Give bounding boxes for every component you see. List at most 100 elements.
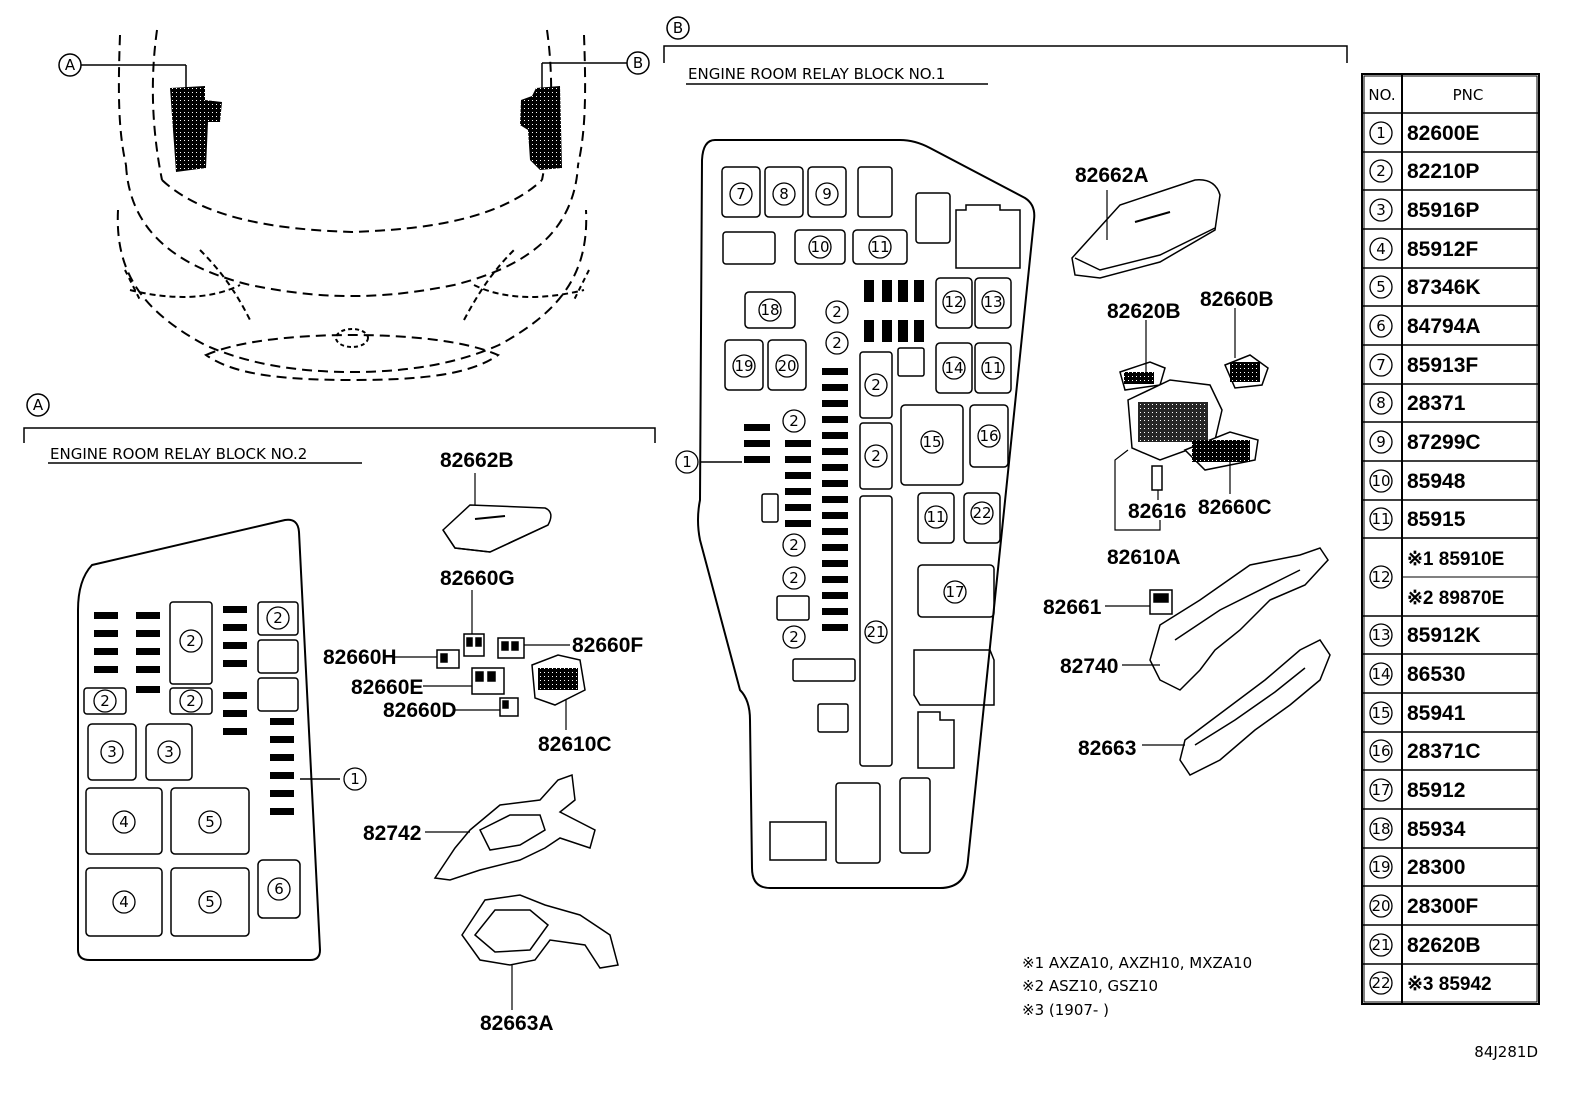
part-label: 82660H [323,646,397,669]
table-row-no: 16 [1371,742,1390,760]
table-row-pnc: 87299C [1407,431,1481,454]
table-row-pnc: 87346K [1407,276,1481,299]
part-label: 82660F [572,634,643,657]
table-row-no: 20 [1371,897,1390,915]
part-label: 82661 [1043,596,1102,619]
table-row-no: 14 [1371,665,1390,683]
block1-slot-label: 2 [871,447,881,465]
block1-parts-drawings [1071,179,1331,776]
block1-boxes [700,166,1021,864]
part-label: 82740 [1060,655,1118,678]
block1-slot-label: 17 [945,583,964,601]
part-label: 82660G [440,567,515,590]
block1-fuse-bars [744,280,924,631]
block1-slot-label: 10 [810,238,829,256]
block2-parts-drawings [395,473,619,1010]
callout-a-section: A [33,396,44,414]
table-row-no: 7 [1376,356,1386,374]
block2-slot-label: 4 [119,893,129,911]
block1-slot-label: 11 [983,359,1002,377]
part-label: 82660B [1200,288,1274,311]
table-row-pnc: ※3 85942 [1407,974,1492,995]
block1-slot-label: 2 [832,303,842,321]
block1-slot-circles [675,182,1005,649]
block1-slot-label: 11 [870,238,889,256]
table-row-pnc: 82600E [1407,122,1479,145]
block2-boxes [83,601,340,937]
callout-b-section: B [673,19,683,37]
relay-block-2-outline [77,518,322,961]
block1-slot-label: 15 [922,433,941,451]
part-label: 82610C [538,733,612,756]
relay-block-location-b [520,86,562,170]
table-row-pnc: 28371C [1407,740,1481,763]
table-row-pnc: 85912 [1407,779,1465,802]
block2-slot-label: 6 [274,880,284,898]
table-row-no: 13 [1371,626,1390,644]
block2-slot-label: 5 [205,813,215,831]
table-row-pnc: 85912F [1407,238,1478,261]
part-label: 82742 [363,822,421,845]
part-label: 82662A [1075,164,1149,187]
callout-a-top: A [65,56,76,74]
block1-slot-label: 2 [789,536,799,554]
table-row-no: 21 [1371,936,1390,954]
block2-slot-label: 2 [100,692,110,710]
note-line: ※2 ASZ10, GSZ10 [1022,977,1158,995]
table-row-no: 19 [1371,858,1390,876]
table-row-pnc: 85941 [1407,702,1466,725]
block1-title: ENGINE ROOM RELAY BLOCK NO.1 [688,65,945,83]
block2-slot-label: 3 [107,743,117,761]
part-label: 82663 [1078,737,1136,760]
part-label: 82662B [440,449,514,472]
block1-slot-label: 9 [822,185,832,203]
figure-code: 84J281D [1474,1043,1538,1061]
table-row-pnc-alt: ※2 89870E [1407,588,1504,609]
part-label: 82620B [1107,300,1181,323]
table-row-no: 8 [1376,394,1386,412]
table-row-no: 22 [1371,974,1390,992]
table-row-pnc: 85915 [1407,508,1466,531]
block1-slot-label: 1 [682,453,692,471]
table-row-no: 1 [1376,124,1386,142]
relay-block-location-a [170,86,222,172]
table-row-pnc: 86530 [1407,663,1465,686]
block2-slot-label: 2 [186,692,196,710]
block1-slot-label: 21 [866,623,885,641]
block1-slot-label: 2 [789,412,799,430]
table-row-pnc: 85948 [1407,470,1466,493]
block1-slot-label: 18 [760,301,779,319]
block1-slot-label: 2 [832,334,842,352]
block1-slot-label: 22 [972,504,991,522]
block1-slot-label: 16 [979,427,998,445]
block2-fuse-bars [94,606,294,815]
table-row-pnc: 85916P [1407,199,1479,222]
car-front-view [116,29,590,382]
table-row-pnc: 85934 [1407,818,1466,841]
block1-slot-label: 12 [944,293,963,311]
part-label: 82616 [1128,500,1186,523]
part-label: 82660D [383,699,457,722]
note-line: ※3 (1907- ) [1022,1001,1109,1019]
table-row-pnc: 85912K [1407,624,1481,647]
table-row-pnc: ※1 85910E [1407,549,1504,570]
table-row-pnc: 28300F [1407,895,1478,918]
table-row-no: 4 [1376,240,1386,258]
part-label: 82610A [1107,546,1181,569]
block2-slot-label: 2 [273,609,283,627]
block2-slot-label: 2 [186,632,196,650]
block2-slot-label: 5 [205,893,215,911]
table-row-pnc: 28300 [1407,856,1465,879]
block1-slot-label: 2 [871,376,881,394]
table-row-no: 9 [1376,433,1386,451]
table-row-pnc: 84794A [1407,315,1481,338]
table-row-pnc: 28371 [1407,392,1466,415]
table-row-no: 2 [1376,162,1386,180]
table-row-pnc: 82620B [1407,934,1481,957]
table-row-no: 11 [1371,510,1390,528]
table-row-no: 15 [1371,704,1390,722]
table-header-pnc: PNC [1453,86,1484,104]
table-row-no: 12 [1371,568,1390,586]
table-row-no: 5 [1376,278,1386,296]
